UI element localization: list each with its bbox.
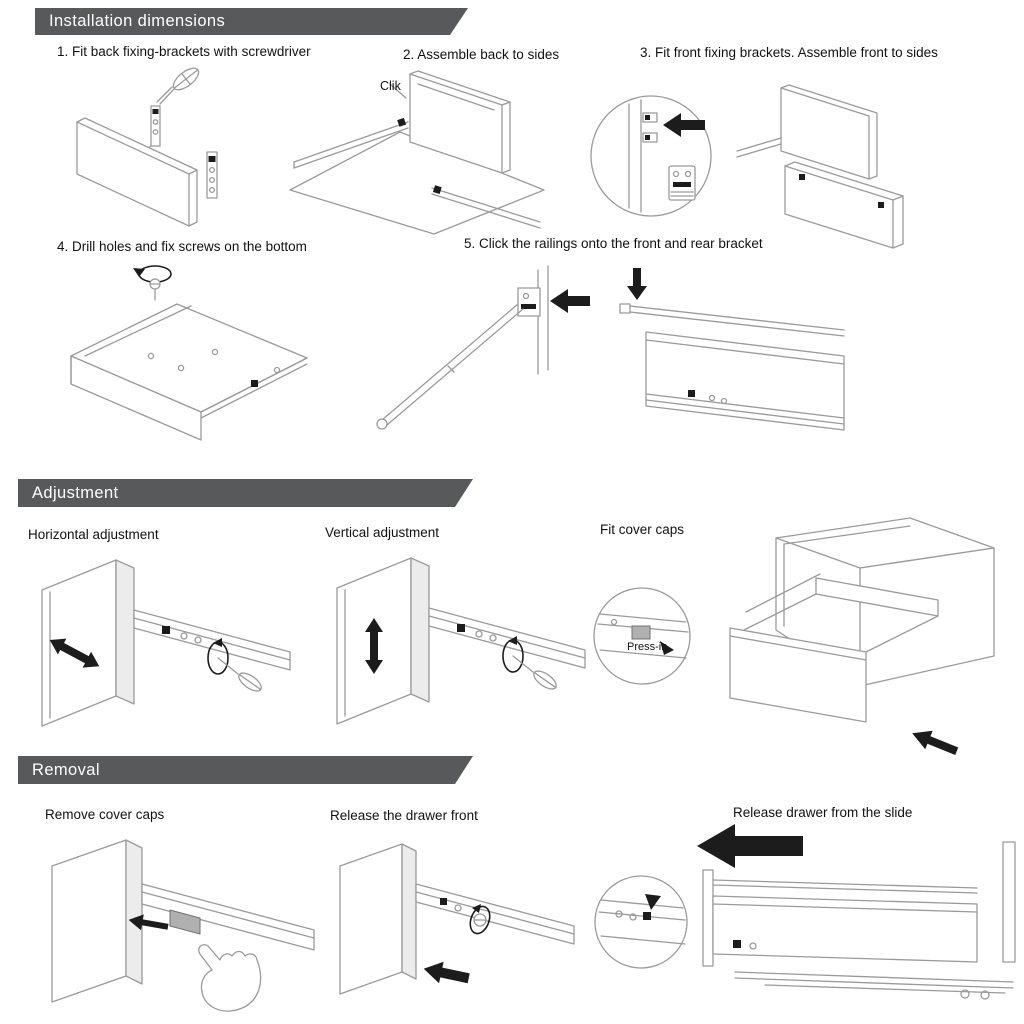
press-in-arrow [912, 730, 959, 755]
railing-rod [619, 303, 845, 337]
front-bracket-assembly [517, 265, 549, 375]
screwdriver-rotate-icon [502, 636, 557, 690]
detail-circle [590, 95, 712, 217]
illustration-fit-cover-caps [580, 508, 1010, 756]
slide-rail [415, 883, 575, 945]
cover-cap [631, 625, 651, 640]
insert-arrow [663, 113, 705, 137]
back-panel [76, 117, 198, 227]
cover-cap [169, 909, 201, 935]
illustration-step-4-fix-bottom [55, 256, 325, 446]
drawer-assembly [736, 84, 904, 249]
release-arrow [423, 961, 470, 984]
press-in-annotation: Press-in [627, 641, 668, 653]
slide-rail [428, 607, 586, 669]
remove-cover-caps-caption: Remove cover caps [45, 807, 165, 822]
illustration-vertical-adjustment [315, 544, 600, 744]
screw-rotate-icon [469, 904, 491, 935]
release-detail-circle [594, 875, 688, 969]
drawer [729, 573, 939, 723]
step-5-caption: 5. Click the railings onto the front and… [464, 236, 763, 251]
slide-rail-right [200, 357, 308, 419]
illustration-step-1-fit-back-brackets [55, 62, 305, 232]
illustration-horizontal-adjustment [20, 546, 305, 746]
back-bracket-right [206, 151, 218, 199]
slide-rail [141, 883, 315, 951]
pull-out-arrow [697, 824, 803, 868]
cap-detail-circle [593, 587, 691, 685]
drawer-front-panel [51, 839, 143, 1003]
illustration-step-5-railing-front [352, 252, 592, 457]
back-bracket-left [144, 105, 161, 151]
section-header-removal: Removal [18, 756, 473, 784]
section-header-adjustment: Adjustment [18, 479, 473, 507]
front-bracket-icon [668, 165, 696, 201]
pull-cap-arrow [128, 914, 169, 931]
clik-pointer-line [389, 83, 407, 99]
screwdriver-icon [156, 67, 200, 105]
click-arrow [550, 289, 590, 313]
side-panel [645, 331, 845, 431]
bottom-panel-outline [289, 131, 545, 235]
cabinet-side-edge [1002, 841, 1016, 963]
screwdriver-rotate-icon [207, 638, 262, 692]
illustration-step-5-railing-rear [592, 262, 854, 452]
illustration-remove-cover-caps [30, 826, 325, 1024]
release-drawer-front-caption: Release the drawer front [330, 808, 478, 823]
drawer-on-slide [702, 869, 1014, 1000]
release-drawer-slide-caption: Release drawer from the slide [733, 805, 913, 820]
clik-annotation: Clik [380, 79, 401, 93]
side-rail-right [431, 185, 541, 229]
step-3-caption: 3. Fit front fixing brackets. Assemble f… [640, 45, 938, 60]
illustration-step-2-assemble-back [282, 62, 552, 237]
hand-icon [198, 944, 262, 1012]
side-rail-left [293, 117, 409, 169]
illustration-release-drawer-front [322, 832, 587, 1017]
horizontal-adjustment-caption: Horizontal adjustment [28, 527, 159, 542]
step-2-caption: 2. Assemble back to sides [403, 47, 560, 62]
illustration-release-drawer-from-slide [585, 822, 1020, 1022]
vertical-adjust-arrow [365, 618, 383, 674]
lift-arrow [645, 894, 661, 910]
section-header-installation: Installation dimensions [35, 8, 468, 35]
fit-cover-caps-caption: Fit cover caps [600, 522, 685, 537]
back-panel [409, 70, 511, 174]
drawer-front-panel [339, 843, 417, 995]
step-4-caption: 4. Drill holes and fix screws on the bot… [57, 239, 307, 254]
drawer-front-panel [336, 557, 430, 725]
illustration-step-3-front-brackets [585, 58, 945, 258]
down-arrow [627, 268, 647, 300]
drawer-front-panel [70, 355, 202, 441]
cabinet [775, 517, 995, 687]
screw-rotate-icon [133, 265, 172, 301]
railing-rod [376, 303, 524, 430]
drawer-front-panel [41, 559, 135, 727]
vertical-adjustment-caption: Vertical adjustment [325, 525, 440, 540]
step-1-caption: 1. Fit back fixing-brackets with screwdr… [57, 44, 311, 59]
slide-rail [133, 609, 291, 671]
horizontal-adjust-arrow [49, 638, 100, 668]
